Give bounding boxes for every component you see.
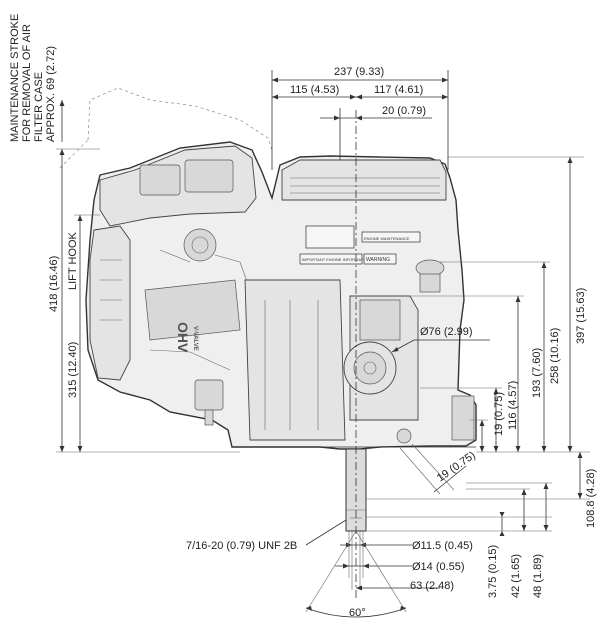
engine-maintenance-label: ENGINE MAINTENANCE [364,236,410,241]
dim-48: 48 (1.89) [532,554,544,598]
dim-258: 258 (10.16) [549,328,561,384]
dim-20: 20 (0.79) [382,105,426,117]
maintenance-note-line-4: APPROX. 69 (2.72) [45,46,57,142]
v-valve-label: V-VALVE [192,326,198,351]
ohv-label: OHV [175,322,191,353]
dim-d76: Ø76 (2.99) [420,326,473,338]
dim-397: 397 (15.63) [575,288,587,344]
dim-115: 115 (4.53) [290,84,339,96]
dim-193: 193 (7.60) [531,348,543,398]
dim-116: 116 (4.57) [507,381,519,430]
dim-117: 117 (4.61) [374,84,423,96]
important-info-label: IMPORTANT ENGINE INFORMATION [302,257,370,262]
dim-63: 63 (2.48) [410,580,454,592]
engine-outline: OHV V-VALVE ENGINE MAINTENANCE IMPORTANT… [59,87,477,450]
dim-d14: Ø14 (0.55) [412,561,465,573]
warning-label: WARNING [366,257,390,263]
dim-19-diagonal: 19 (0.75) [435,449,478,484]
center-lines [271,70,449,600]
diagonal-dimension: 19 (0.75) [399,443,478,495]
maintenance-note-line-1: MAINTENANCE STROKE [9,14,21,142]
shaft-dimensions: 7/16-20 (0.79) UNF 2B Ø11.5 (0.45) Ø14 (… [186,482,552,619]
right-dimensions: 397 (15.63) 258 (10.16) 193 (7.60) 116 (… [366,156,597,528]
left-dimensions: 418 (16.46) 315 (12.40) LIFT HOOK [48,148,240,453]
thread-callout: 7/16-20 (0.79) UNF 2B [186,540,297,552]
dim-108: 108.8 (4.28) [585,469,597,528]
bore-callout: Ø76 (2.99) [391,326,490,353]
dim-19-vertical: 19 (0.75) [493,392,505,436]
dim-237: 237 (9.33) [334,66,384,78]
dim-42: 42 (1.65) [510,554,522,598]
dim-angle-60: 60° [349,607,366,619]
dim-375: 3.75 (0.15) [487,545,499,598]
top-dimensions: 237 (9.33) 115 (4.53) 117 (4.61) 20 (0.7… [272,66,448,121]
dim-315: 315 (12.40) [67,342,79,398]
dim-418: 418 (16.46) [48,256,60,312]
lift-hook-label: LIFT HOOK [67,231,79,290]
maintenance-note-line-3: FILTER CASE [33,72,45,142]
maintenance-note: MAINTENANCE STROKE FOR REMOVAL OF AIR FI… [9,14,65,142]
maintenance-note-line-2: FOR REMOVAL OF AIR [21,24,33,142]
dim-d11: Ø11.5 (0.45) [412,540,473,552]
